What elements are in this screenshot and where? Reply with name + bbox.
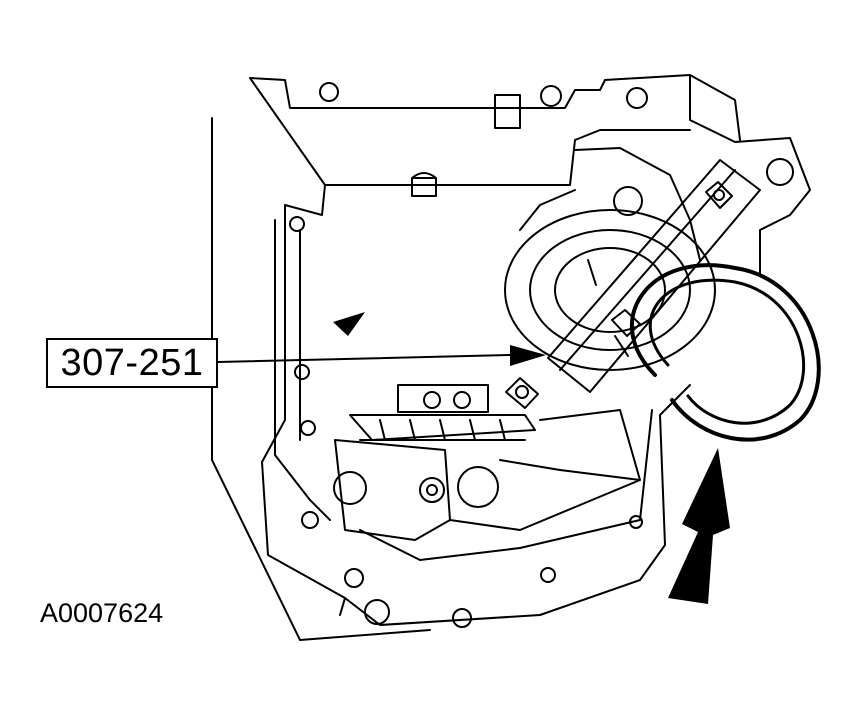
detent-pivot-core (426, 484, 438, 496)
rail-hole-5 (344, 568, 364, 588)
servo-boss (613, 186, 643, 216)
tool-bolt-upper-core (713, 189, 725, 201)
snap-ring-outer (630, 263, 821, 442)
valve-body-edge (449, 409, 641, 531)
tool-number-label: 307-251 (60, 341, 204, 384)
lever-hatching (379, 419, 506, 441)
figure-id-label: A0007624 (40, 598, 164, 628)
case-outline-left (211, 77, 431, 641)
tool-bolt-lower-core (515, 385, 529, 399)
bracket (397, 384, 489, 413)
case-inner-edge (324, 74, 741, 186)
top-boss-2 (540, 85, 562, 107)
tool-bolt-mid (611, 309, 641, 357)
tool-bar (547, 159, 761, 393)
lever-arm (349, 414, 536, 441)
servo-pin (587, 259, 597, 286)
detent-ball (333, 471, 367, 505)
stud (411, 172, 437, 197)
rail-hole-3 (300, 420, 316, 436)
detent-body (334, 439, 451, 541)
servo-cover-ring (529, 229, 691, 351)
rail-hole-1 (289, 216, 305, 232)
rail-hole-2 (294, 364, 310, 380)
snap-ring-inner (648, 278, 806, 425)
callout-leader (217, 354, 511, 363)
detent-roller (457, 466, 499, 508)
case-outline-top (249, 74, 811, 276)
rail-hole-8 (540, 567, 556, 583)
tool-callout-box: 307-251 (46, 338, 218, 388)
tool-bar-edge (559, 169, 736, 371)
rail-hole-6 (364, 599, 390, 625)
detent-pivot (419, 477, 445, 503)
bracket-hole-1 (423, 391, 441, 409)
servo-cover-inner (554, 247, 666, 333)
case-lower-edge (344, 384, 691, 626)
tool-bolt-upper (705, 181, 733, 209)
servo-cover-outer (504, 209, 716, 371)
shadow-wedge (333, 312, 365, 336)
top-boss-block (494, 94, 521, 129)
ear-hole (766, 158, 794, 186)
direction-arrow-icon (668, 448, 730, 604)
bracket-hole-2 (453, 391, 471, 409)
valve-body-lower (359, 529, 521, 561)
top-boss-1 (319, 82, 339, 102)
tool-bolt-lower (505, 377, 539, 409)
rail-hole-9 (629, 515, 643, 529)
top-boss-3 (626, 87, 648, 109)
gasket-rail (274, 219, 331, 521)
rail-hole-4 (301, 511, 319, 529)
arrow-pointer-icon (510, 345, 546, 366)
rail-hole-7 (452, 608, 472, 628)
servo-housing (519, 147, 701, 261)
